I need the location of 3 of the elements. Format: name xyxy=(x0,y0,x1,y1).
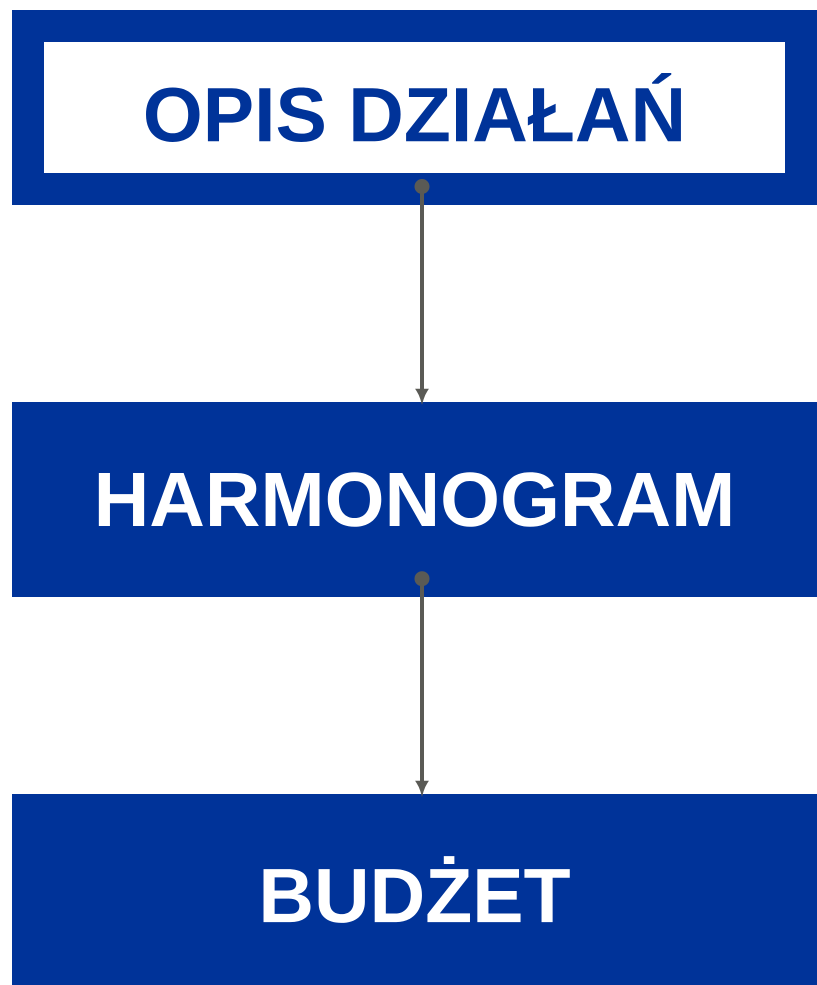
section-box: HARMONOGRAM xyxy=(12,402,817,597)
section-box: BUDŻET xyxy=(12,794,817,985)
title-box: OPIS DZIAŁAŃ xyxy=(12,10,817,205)
